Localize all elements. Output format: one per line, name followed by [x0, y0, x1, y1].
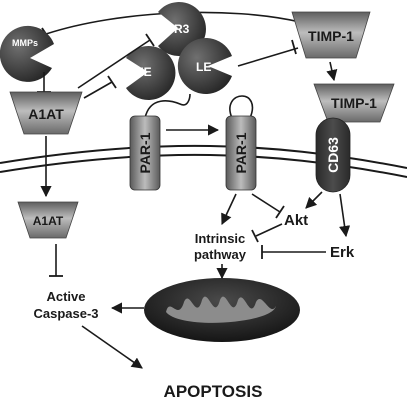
timp1-inhibits-le [237, 39, 299, 67]
par1-inhibits-akt [251, 193, 285, 219]
mmps-label: MMPs [12, 38, 38, 48]
par1-cleaved: PAR-1 [225, 95, 257, 191]
intrinsic-line2: pathway [194, 247, 247, 262]
timp1-bound: TIMP-1 [313, 83, 395, 123]
caspase3-to-apoptosis [81, 325, 143, 369]
a1at-inhibits-pr3 [77, 33, 155, 89]
a1at-inhibits-ne [83, 75, 117, 99]
a1at-free: A1AT [9, 91, 83, 135]
timp1-free: TIMP-1 [291, 11, 371, 59]
intrinsic-pathway: Intrinsic pathway [194, 231, 247, 262]
akt-inhibits-intrinsic [251, 223, 283, 243]
active-line1: Active [46, 289, 85, 304]
mmps-protease: MMPs [0, 25, 54, 82]
mitochondrion [144, 278, 300, 342]
le-protease: LE [177, 38, 232, 94]
le-label: LE [196, 60, 211, 74]
cd63-label: CD63 [325, 137, 341, 173]
ne-label: NE [135, 65, 152, 79]
par1-uncleaved: PAR-1 [129, 93, 191, 191]
a1at-top-label: A1AT [28, 106, 64, 122]
par1-right-label: PAR-1 [233, 132, 249, 173]
ne-protease: NE [126, 46, 176, 100]
cd63-to-akt [305, 191, 323, 209]
timp1-top-label: TIMP-1 [308, 28, 354, 44]
timp1-to-bound [326, 61, 338, 82]
timp1-bound-label: TIMP-1 [331, 95, 377, 111]
pr3-label: PR3 [166, 22, 190, 36]
a1at-inhibits-caspase3 [49, 244, 63, 277]
cd63-to-erk [339, 193, 351, 238]
cd63-receptor: CD63 [315, 117, 351, 193]
intrinsic-line1: Intrinsic [195, 231, 246, 246]
erk-label: Erk [330, 244, 355, 261]
par1-left-label: PAR-1 [137, 132, 153, 173]
par1-to-intrinsic [221, 193, 237, 226]
erk-inhibits-intrinsic [261, 245, 326, 259]
active-caspase3: Active Caspase-3 [33, 289, 98, 321]
apoptosis-label: APOPTOSIS [164, 382, 263, 401]
active-line2: Caspase-3 [33, 306, 98, 321]
a1at-bottom-label: A1AT [33, 214, 64, 228]
akt-label: Akt [284, 212, 308, 229]
a1at-intracellular: A1AT [17, 201, 79, 239]
